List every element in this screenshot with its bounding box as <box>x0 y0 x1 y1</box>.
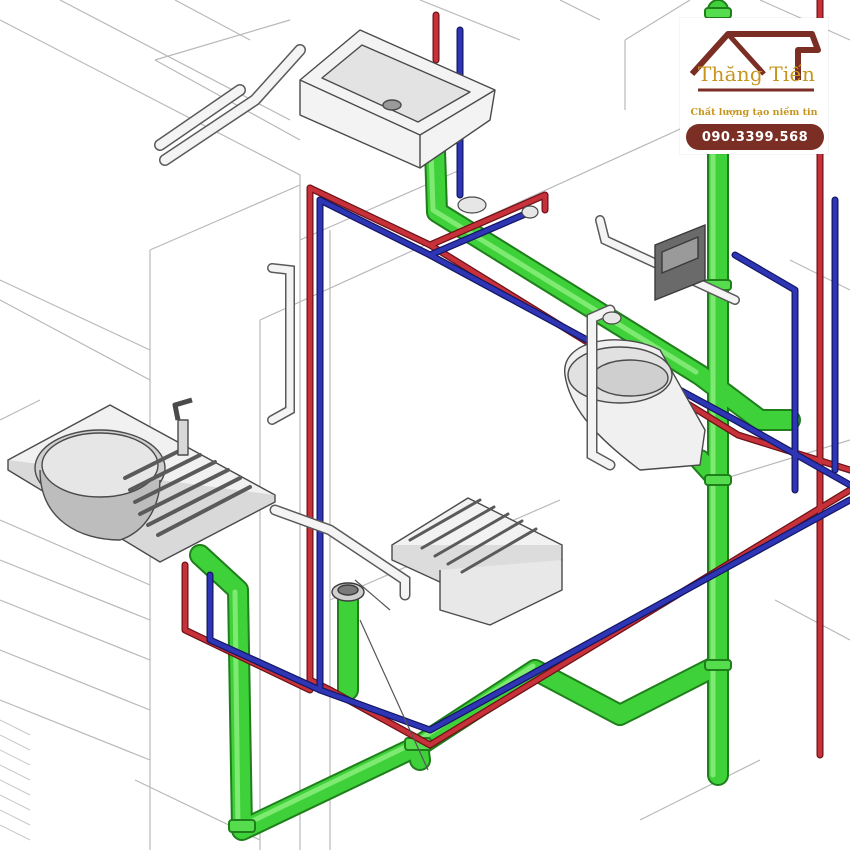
brand-logo: Thăng Tiến Chất lượng tạo niềm tin 090.3… <box>680 18 828 154</box>
drain-pipes <box>189 0 801 841</box>
brand-slogan: Chất lượng tạo niềm tin <box>690 107 818 118</box>
grab-bar <box>154 44 306 166</box>
grab-bar <box>269 504 411 601</box>
floor-drain <box>331 579 429 771</box>
grab-bar <box>267 263 295 425</box>
kitchen-sink <box>7 397 276 563</box>
wash-basin <box>299 29 496 169</box>
brand-name: Thăng Tiến <box>698 62 816 86</box>
flush-plate <box>654 223 706 302</box>
house-roof-icon <box>689 31 821 92</box>
cold-water-pipes <box>206 26 850 734</box>
floor-tile-hatch <box>0 719 31 841</box>
phone-number[interactable]: 090.3399.568 <box>686 124 824 150</box>
shower-seat <box>391 497 563 626</box>
valve-fittings <box>457 196 622 325</box>
